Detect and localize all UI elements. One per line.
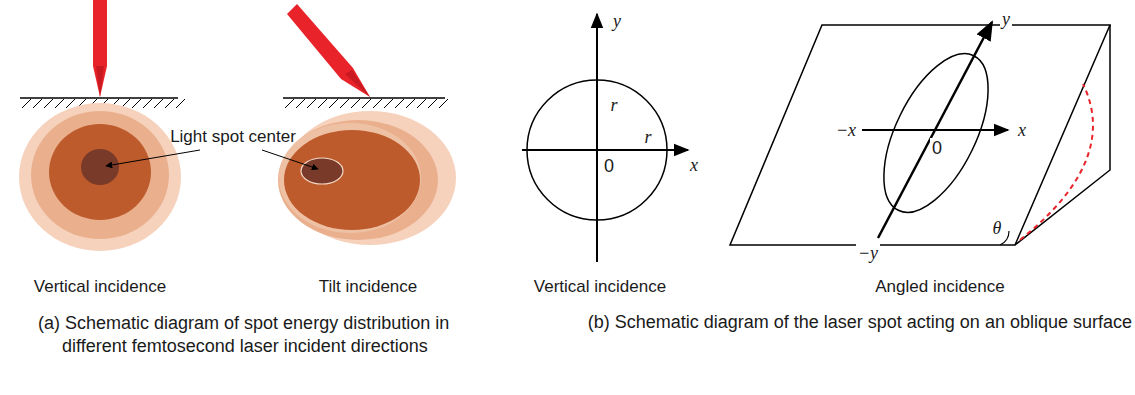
axis-label: x xyxy=(1016,120,1028,142)
figure-caption: (a) Schematic diagram of spot energy dis… xyxy=(38,312,492,359)
laser-beam xyxy=(93,0,107,97)
panel-label: Angled incidence xyxy=(875,277,1004,297)
axis-label: −x xyxy=(834,120,858,142)
laser-beam xyxy=(287,4,370,97)
oblique-prism xyxy=(730,25,1110,245)
axis-label: r xyxy=(608,95,619,117)
axis-label: −y xyxy=(856,243,880,265)
panel-label: Tilt incidence xyxy=(319,277,418,297)
surface-line xyxy=(283,97,445,99)
origin-label: 0 xyxy=(602,156,616,178)
panel-label: Vertical incidence xyxy=(534,277,666,297)
spot-tilt xyxy=(278,111,456,245)
origin-label: 0 xyxy=(930,138,944,160)
callout-label: Light spot center xyxy=(170,127,296,147)
angle-label: θ xyxy=(993,218,1002,240)
figure-caption: (b) Schematic diagram of the laser spot … xyxy=(588,312,1132,334)
leader-arrow xyxy=(262,150,318,169)
axis-label: x xyxy=(688,155,700,177)
ellipse-spot xyxy=(862,22,1010,238)
axis-label: r xyxy=(642,127,653,149)
axis-label: y xyxy=(1000,9,1012,31)
circle-spot xyxy=(522,14,688,262)
surface-line xyxy=(20,97,178,99)
spot-vertical xyxy=(19,103,181,251)
axis-label: y xyxy=(611,11,623,33)
leader-arrow xyxy=(106,150,200,166)
panel-label: Vertical incidence xyxy=(34,277,166,297)
